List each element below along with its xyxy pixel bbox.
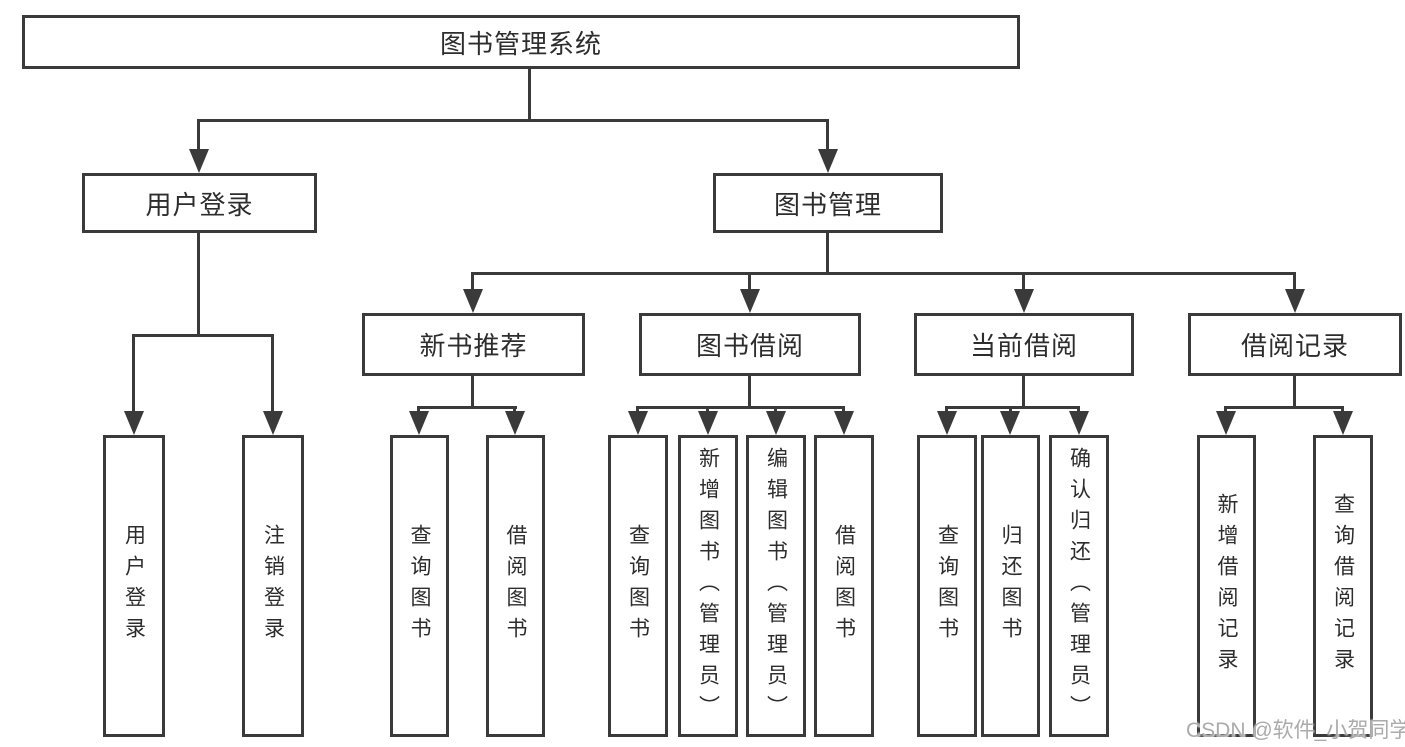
node-user-login: 用户登录 — [82, 173, 317, 233]
connector-hline — [419, 406, 517, 409]
node-book-borrowing-label: 图书借阅 — [695, 331, 804, 361]
leaf-logout-label: 注销登录 — [261, 524, 285, 648]
arrowhead-down-icon — [937, 411, 957, 435]
connector-hline — [947, 406, 1079, 409]
arrowhead-down-icon — [628, 411, 648, 435]
connector-vline — [1009, 406, 1012, 415]
leaf-user-login-label: 用户登录 — [122, 524, 146, 648]
leaf-return-books-label: 归还图书 — [999, 524, 1022, 648]
leaf-borrow-books-borrowing: 借阅图书 — [814, 435, 874, 737]
arrowhead-down-icon — [505, 411, 525, 435]
node-book-borrowing: 图书借阅 — [639, 313, 861, 376]
leaf-add-borrow-record: 新增借阅记录 — [1197, 435, 1256, 737]
arrowhead-down-icon — [698, 411, 718, 435]
arrowhead-down-icon — [1014, 289, 1034, 313]
arrowhead-down-icon — [263, 411, 283, 435]
leaf-return-books: 归还图书 — [981, 435, 1040, 737]
node-book-management-label: 图书管理 — [773, 189, 882, 220]
node-current-borrowing: 当前借阅 — [914, 313, 1134, 376]
connector-vline — [826, 119, 829, 151]
connector-vline — [132, 334, 135, 413]
connector-vline — [748, 272, 751, 292]
node-borrow-records: 借阅记录 — [1188, 313, 1402, 376]
arrowhead-down-icon — [1000, 411, 1020, 435]
arrowhead-down-icon — [818, 149, 838, 173]
connector-vline — [471, 272, 474, 292]
connector-vline — [471, 376, 474, 409]
connector-hline — [1226, 406, 1343, 409]
connector-vline — [706, 406, 709, 415]
node-book-management: 图书管理 — [713, 173, 943, 233]
connector-vline — [826, 233, 829, 275]
connector-vline — [636, 406, 639, 415]
leaf-query-books-borrowing-label: 查询图书 — [626, 524, 650, 648]
connector-vline — [1022, 272, 1025, 292]
leaf-add-books-admin: 新增图书（管理员） — [678, 435, 738, 737]
connector-vline — [1293, 272, 1296, 292]
connector-hline — [638, 406, 844, 409]
connector-vline — [945, 406, 948, 415]
connector-vline — [197, 233, 200, 337]
node-root: 图书管理系统 — [22, 15, 1020, 69]
node-new-book-recommend-label: 新书推荐 — [419, 331, 528, 361]
leaf-query-borrow-record: 查询借阅记录 — [1313, 435, 1373, 737]
connector-vline — [417, 406, 420, 415]
connector-vline — [748, 376, 751, 409]
arrowhead-down-icon — [766, 411, 786, 435]
node-root-label: 图书管理系统 — [439, 28, 602, 59]
leaf-query-books-borrowing: 查询图书 — [608, 435, 668, 737]
connector-vline — [1077, 406, 1080, 415]
leaf-confirm-return-admin: 确认归还（管理员） — [1049, 435, 1109, 737]
leaf-query-books-current-label: 查询图书 — [935, 524, 959, 648]
arrowhead-down-icon — [124, 411, 144, 435]
connector-vline — [271, 334, 274, 413]
connector-vline — [1341, 406, 1344, 415]
connector-vline — [774, 406, 777, 415]
arrowhead-down-icon — [409, 411, 429, 435]
connector-vline — [1293, 376, 1296, 409]
arrowhead-down-icon — [463, 289, 483, 313]
csdn-watermark: CSDN @软件_小贺同学 — [1186, 719, 1405, 742]
connector-vline — [513, 406, 516, 415]
arrowhead-down-icon — [1285, 289, 1305, 313]
arrowhead-down-icon — [1216, 411, 1236, 435]
node-user-login-label: 用户登录 — [145, 189, 254, 220]
leaf-query-books-recommend-label: 查询图书 — [408, 524, 431, 648]
leaf-add-borrow-record-label: 新增借阅记录 — [1215, 493, 1238, 679]
arrowhead-down-icon — [740, 289, 760, 313]
connector-vline — [842, 406, 845, 415]
arrowhead-down-icon — [1069, 411, 1089, 435]
leaf-logout: 注销登录 — [242, 435, 304, 737]
leaf-query-borrow-record-label: 查询借阅记录 — [1331, 493, 1355, 679]
connector-vline — [1022, 376, 1025, 409]
node-borrow-records-label: 借阅记录 — [1240, 331, 1349, 361]
leaf-edit-books-admin: 编辑图书（管理员） — [746, 435, 806, 737]
leaf-query-books-recommend: 查询图书 — [390, 435, 449, 737]
connector-hline — [473, 272, 1296, 275]
arrowhead-down-icon — [189, 149, 209, 173]
leaf-confirm-return-admin-label: 确认归还（管理员） — [1067, 446, 1091, 726]
leaf-query-books-current: 查询图书 — [917, 435, 977, 737]
leaf-user-login: 用户登录 — [103, 435, 165, 737]
connector-vline — [1224, 406, 1227, 415]
arrowhead-down-icon — [834, 411, 854, 435]
connector-vline — [528, 69, 531, 122]
connector-vline — [197, 119, 200, 151]
leaf-borrow-books-borrowing-label: 借阅图书 — [832, 524, 856, 648]
leaf-edit-books-admin-label: 编辑图书（管理员） — [764, 446, 788, 726]
connector-hline — [199, 119, 829, 122]
leaf-add-books-admin-label: 新增图书（管理员） — [696, 446, 720, 726]
arrowhead-down-icon — [1333, 411, 1353, 435]
leaf-borrow-books-recommend: 借阅图书 — [486, 435, 545, 737]
connector-hline — [134, 334, 274, 337]
leaf-borrow-books-recommend-label: 借阅图书 — [504, 524, 527, 648]
node-new-book-recommend: 新书推荐 — [362, 313, 585, 376]
node-current-borrowing-label: 当前借阅 — [969, 331, 1078, 361]
